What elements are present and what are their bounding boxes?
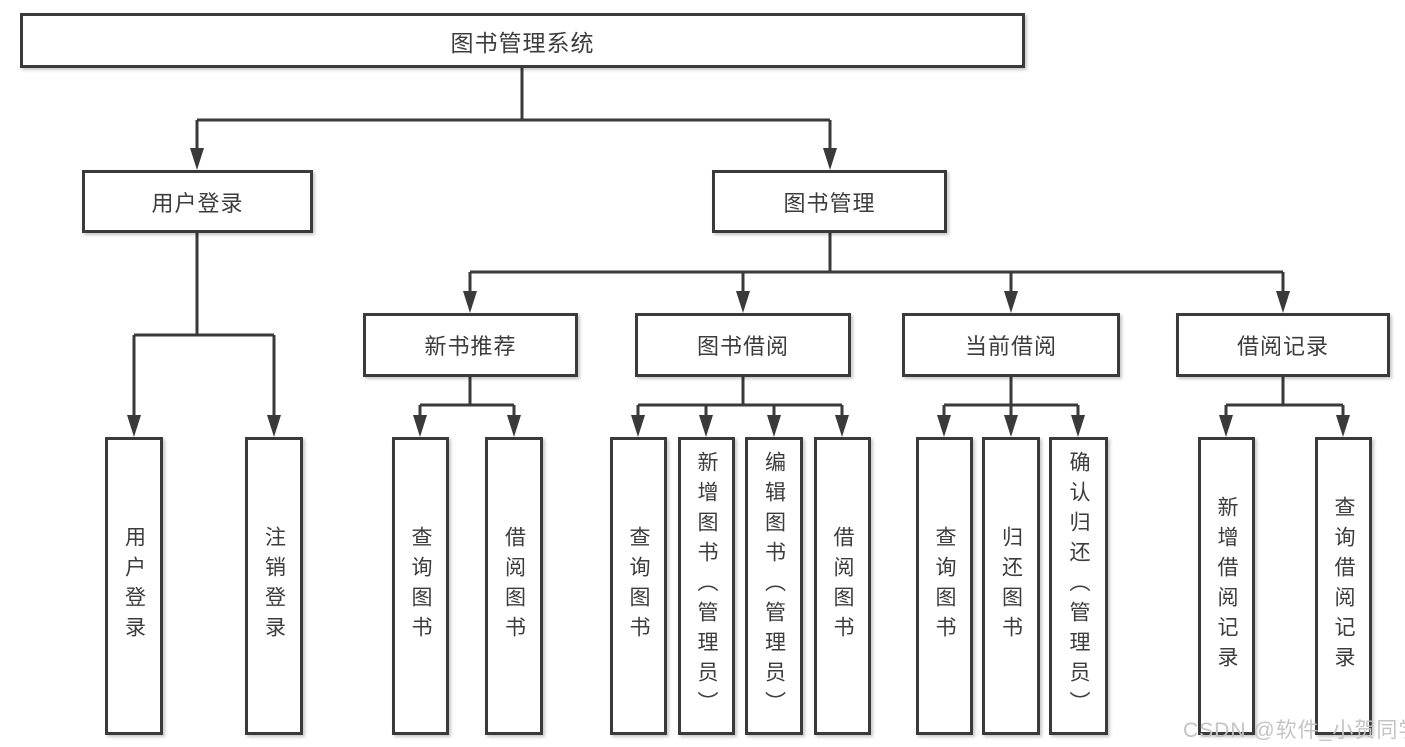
leaf-current-query-books: 查询图书 [916,437,973,735]
leaf-user-login-label: 用户登录 [122,526,146,646]
node-borrow-records: 借阅记录 [1176,313,1390,377]
leaf-newbook-query-books-label: 查询图书 [409,526,432,646]
node-root-label: 图书管理系统 [450,29,595,56]
leaf-current-return-books: 归还图书 [982,437,1040,735]
node-new-book-recommend-label: 新书推荐 [424,334,517,359]
leaf-borrowing-query-books-label: 查询图书 [627,526,650,646]
leaf-newbook-query-books: 查询图书 [392,437,449,735]
node-borrow-records-label: 借阅记录 [1236,334,1329,359]
leaf-borrowing-borrow-books: 借阅图书 [814,437,871,735]
node-current-borrowing-label: 当前借阅 [964,334,1057,359]
leaf-newbook-borrow-books-label: 借阅图书 [502,526,526,646]
leaf-records-query-record-label: 查询借阅记录 [1332,496,1355,676]
node-book-borrowing-label: 图书借阅 [696,334,789,359]
node-new-book-recommend: 新书推荐 [363,313,578,377]
leaf-borrowing-edit-books-admin: 编辑图书（管理员） [745,437,803,735]
leaf-borrowing-borrow-books-label: 借阅图书 [831,526,854,646]
arrowheads [127,148,1350,437]
node-book-borrowing: 图书借阅 [635,313,851,377]
leaf-borrowing-add-books-admin-label: 新增图书（管理员） [695,451,718,721]
leaf-current-confirm-return-admin: 确认归还（管理员） [1049,437,1108,735]
leaf-records-add-record-label: 新增借阅记录 [1215,496,1238,676]
leaf-current-confirm-return-admin-label: 确认归还（管理员） [1067,451,1090,721]
node-book-management-label: 图书管理 [783,190,876,216]
leaf-records-add-record: 新增借阅记录 [1198,437,1255,735]
leaf-user-login: 用户登录 [105,437,163,735]
leaf-borrowing-query-books: 查询图书 [610,437,667,735]
node-root: 图书管理系统 [20,13,1025,68]
node-user-login-label: 用户登录 [151,190,244,216]
leaf-borrowing-edit-books-admin-label: 编辑图书（管理员） [762,451,786,721]
leaf-logout: 注销登录 [245,437,303,735]
leaf-records-query-record: 查询借阅记录 [1315,437,1372,735]
node-book-management: 图书管理 [712,170,947,233]
leaf-current-query-books-label: 查询图书 [933,526,956,646]
leaf-logout-label: 注销登录 [262,526,286,646]
node-user-login: 用户登录 [82,170,313,233]
leaf-newbook-borrow-books: 借阅图书 [485,437,543,735]
node-current-borrowing: 当前借阅 [902,313,1120,377]
leaf-current-return-books-label: 归还图书 [999,526,1023,646]
csdn-watermark: CSDN @软件_小贺同学 [1183,719,1405,742]
leaf-borrowing-add-books-admin: 新增图书（管理员） [678,437,735,735]
